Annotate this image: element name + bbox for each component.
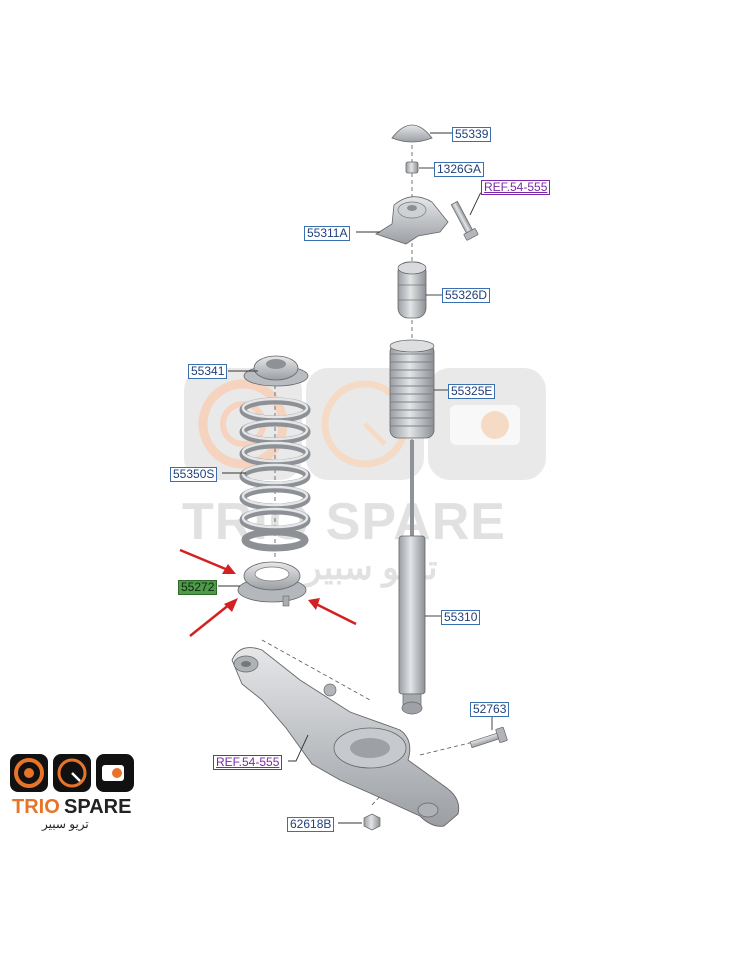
top-mount-55311a: [375, 196, 449, 245]
mount-bolt: [450, 200, 479, 241]
part-label-55310[interactable]: 55310: [441, 610, 481, 625]
bolt-52763: [469, 726, 508, 749]
bump-stop-55326d: [397, 261, 427, 319]
shock-absorber-55310: [398, 440, 426, 715]
part-label-55341[interactable]: 55341: [188, 364, 228, 379]
lower-spring-pad-55272: [237, 561, 307, 607]
part-label-1326ga[interactable]: 1326GA: [434, 162, 485, 177]
part-label-55311a[interactable]: 55311A: [304, 226, 351, 241]
red-arrows: [179, 548, 357, 637]
logo-brand-spare: SPARE: [64, 796, 132, 818]
part-label-52763[interactable]: 52763: [470, 702, 510, 717]
lower-control-arm: [231, 647, 460, 827]
ref-link-bottom[interactable]: REF.54-555: [213, 755, 283, 770]
ref-link-top[interactable]: REF.54-555: [481, 180, 551, 195]
upper-spring-pad-55341: [243, 355, 309, 387]
part-label-55272[interactable]: 55272: [178, 580, 218, 595]
part-label-55325e[interactable]: 55325E: [448, 384, 496, 399]
part-label-62618b[interactable]: 62618B: [287, 817, 335, 832]
part-label-55326d[interactable]: 55326D: [442, 288, 491, 303]
part-label-55350s[interactable]: 55350S: [170, 467, 218, 482]
nut-62618b: [363, 813, 381, 831]
dust-boot-55325e: [389, 339, 435, 439]
brand-logo-icons: [10, 754, 134, 792]
logo-brand-arabic: تريو سبير: [42, 817, 89, 831]
part-label-55339[interactable]: 55339: [452, 127, 492, 142]
dust-cap-55339: [391, 124, 433, 143]
nut-1326ga: [405, 161, 419, 174]
watermark-brand: TRIO SPARE: [182, 493, 506, 551]
logo-brand-trio: TRIO: [12, 796, 60, 818]
